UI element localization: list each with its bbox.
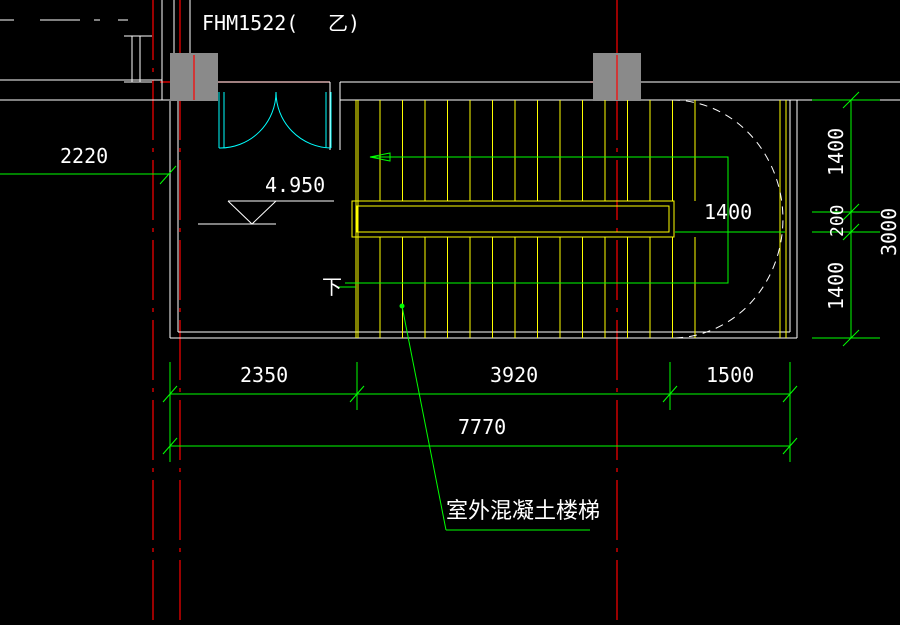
door-swing-left [218,91,277,149]
dim-seg-2: 3920 [490,363,538,387]
flight-width-label: 1400 [704,200,752,224]
dim-left-offset: 2220 [60,144,108,168]
down-arrow-label: 下 [322,275,342,299]
door-swing-right [275,91,332,149]
stair-callout-label: 室外混凝土楼梯 [446,499,600,524]
dimension-lines [0,91,880,531]
landing-arc [671,99,784,339]
drawing-text: FHM1522( 乙) 4.950 下 1400 室外混凝土楼梯 2220 23… [60,11,900,524]
dim-right-1: 1400 [824,128,848,176]
double-door [218,91,332,149]
door-tag-label: FHM1522( [202,11,298,35]
dim-seg-1: 2350 [240,363,288,387]
dim-right-total: 3000 [877,208,900,256]
dim-right-2: 200 [827,204,848,237]
axis-lines [152,0,640,625]
stair-outline [351,100,787,338]
dim-seg-3: 1500 [706,363,754,387]
elevation-label: 4.950 [265,173,325,197]
walls [0,0,900,339]
walking-line [338,152,729,288]
dim-right-3: 1400 [824,262,848,310]
stair-treads [379,100,696,338]
door-tag-suffix: 乙) [328,11,360,35]
columns [170,53,641,101]
stair-handrail-outer [351,200,675,238]
column-axis-cross [193,55,618,100]
stair-handrail-inner [356,205,670,233]
elevation-symbol [198,200,334,225]
dim-total: 7770 [458,415,506,439]
